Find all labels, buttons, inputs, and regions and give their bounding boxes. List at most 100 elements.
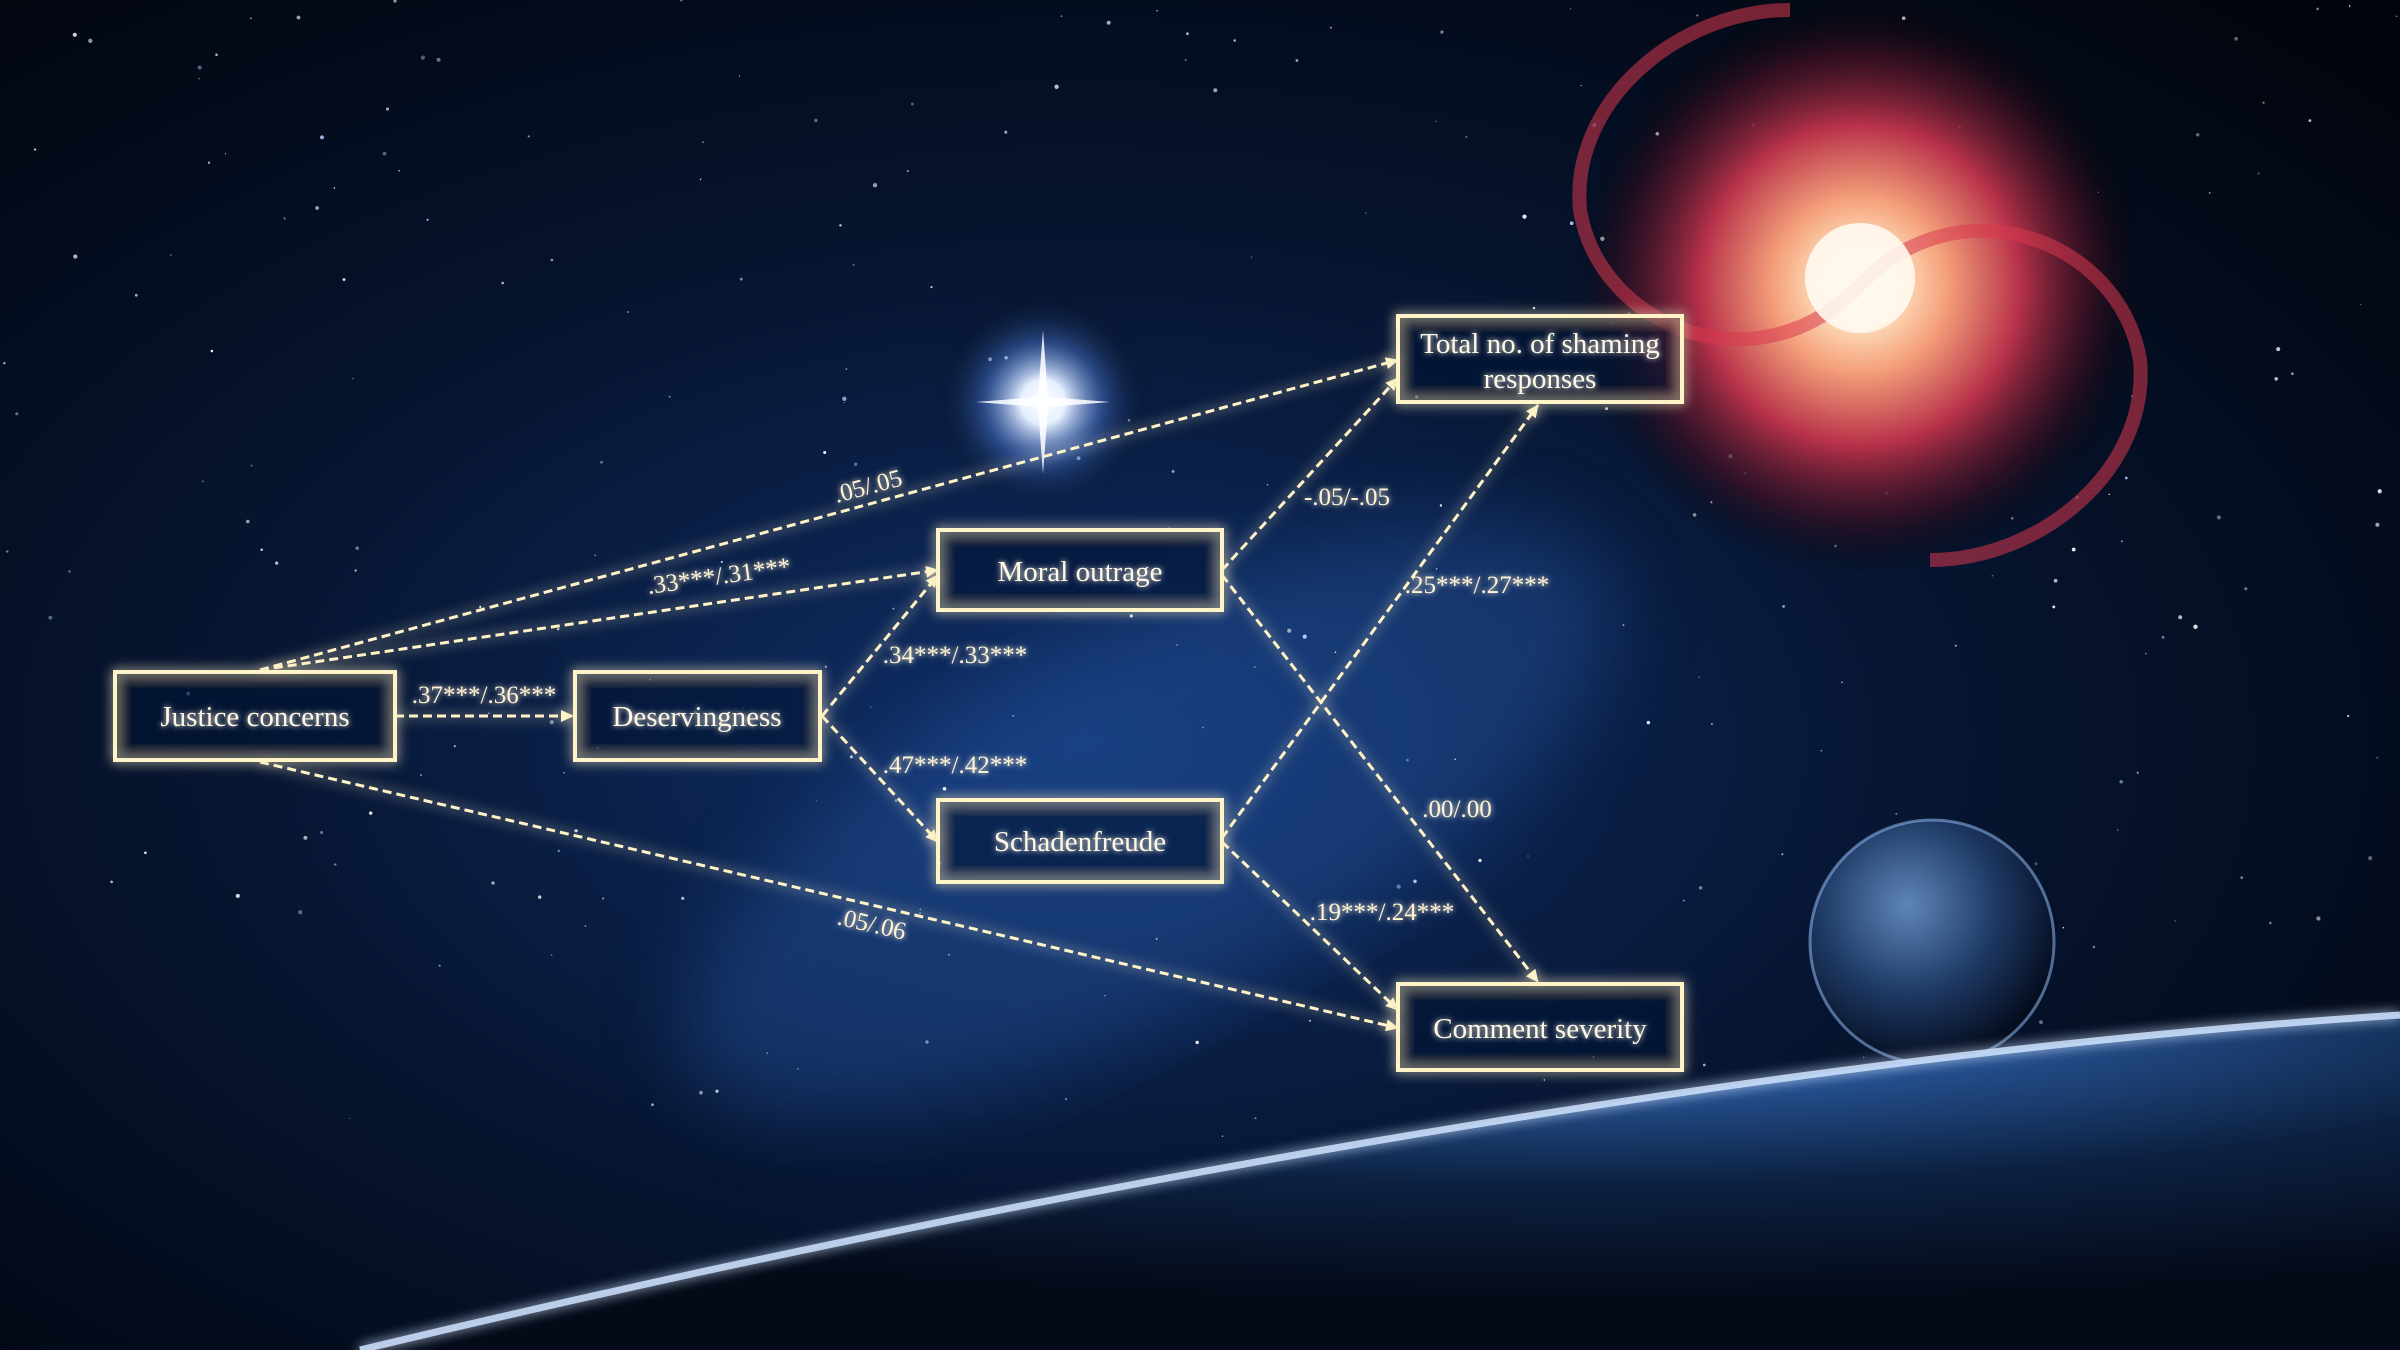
star xyxy=(420,55,425,60)
star xyxy=(1696,14,1699,17)
star xyxy=(1406,758,1409,762)
star xyxy=(298,910,303,915)
star xyxy=(1329,26,1333,29)
edge-label-moral-comment: .00/.00 xyxy=(1422,796,1491,823)
star xyxy=(942,787,947,791)
star xyxy=(668,395,671,398)
star xyxy=(1440,30,1444,34)
star xyxy=(1698,676,1701,678)
star xyxy=(1168,526,1170,528)
star xyxy=(215,53,218,57)
star xyxy=(245,519,250,524)
node-moral-label: Moral outrage xyxy=(997,556,1162,588)
star xyxy=(235,893,240,898)
star xyxy=(1309,1019,1311,1022)
star xyxy=(2117,829,2119,831)
star xyxy=(2316,7,2319,11)
star xyxy=(15,412,19,416)
star xyxy=(2193,624,2198,629)
star xyxy=(869,706,872,708)
star xyxy=(488,712,490,715)
star xyxy=(393,0,397,3)
star xyxy=(2108,493,2110,496)
star xyxy=(1155,937,1158,940)
star xyxy=(320,830,324,835)
star xyxy=(2062,926,2065,929)
node-moral-box xyxy=(936,528,1224,612)
star xyxy=(699,178,702,181)
star xyxy=(1781,853,1784,856)
star xyxy=(2377,489,2382,494)
node-total-label-line2: responses xyxy=(1484,363,1597,395)
star xyxy=(73,254,78,259)
star xyxy=(501,281,504,285)
star xyxy=(2240,876,2243,879)
star xyxy=(796,1067,800,1071)
star xyxy=(1266,484,1269,486)
node-total-label-line1: Total no. of shaming xyxy=(1420,328,1660,360)
star xyxy=(398,169,401,172)
star xyxy=(1233,39,1236,42)
star xyxy=(3,362,6,365)
galaxy-arms xyxy=(1572,3,2148,567)
star xyxy=(210,349,214,353)
star xyxy=(1012,714,1015,717)
star xyxy=(2034,862,2038,866)
star xyxy=(1334,651,1337,653)
star xyxy=(1396,884,1401,889)
star xyxy=(1862,1056,1865,1059)
star xyxy=(1171,470,1175,473)
star xyxy=(352,377,354,380)
star xyxy=(1250,256,1253,258)
star xyxy=(2174,920,2176,922)
star xyxy=(626,310,629,314)
star xyxy=(839,224,842,227)
edge-justice-moral xyxy=(259,565,939,672)
star xyxy=(2244,587,2248,591)
node-justice-box xyxy=(113,670,397,762)
star xyxy=(845,368,848,370)
star xyxy=(1454,758,1456,761)
edge-label-schaden-comment: .19***/.24*** xyxy=(1310,899,1454,926)
star xyxy=(368,811,373,815)
star xyxy=(2274,377,2278,381)
node-comment-label: Comment severity xyxy=(1433,1013,1647,1045)
star xyxy=(2053,578,2058,583)
star xyxy=(906,169,909,173)
edge-deserving-schaden xyxy=(820,714,940,844)
star xyxy=(1302,634,1307,639)
star xyxy=(2216,515,2221,520)
star xyxy=(6,550,9,553)
earth-surface xyxy=(360,1015,2400,1350)
star xyxy=(1106,20,1111,25)
star xyxy=(250,464,253,467)
star xyxy=(315,206,319,210)
star xyxy=(1184,58,1187,61)
node-total-box xyxy=(1396,314,1684,404)
star xyxy=(699,1090,703,1095)
star xyxy=(584,925,587,927)
star xyxy=(342,278,346,281)
star xyxy=(249,17,252,20)
star xyxy=(550,954,553,956)
star xyxy=(537,895,542,899)
star xyxy=(348,1117,351,1120)
star xyxy=(207,161,211,164)
star xyxy=(260,548,263,551)
star xyxy=(948,953,950,956)
edge-label-justice-deserving: .37***/.36*** xyxy=(412,682,556,709)
star xyxy=(919,908,922,911)
star xyxy=(2395,15,2398,17)
edge-justice-comment xyxy=(259,760,1399,1032)
star xyxy=(549,720,554,725)
edge-deserving-moral xyxy=(820,574,940,717)
star xyxy=(720,560,723,564)
star xyxy=(1580,84,1582,87)
star xyxy=(296,15,301,20)
star xyxy=(2234,36,2239,41)
star xyxy=(385,107,390,111)
star xyxy=(894,799,898,802)
star xyxy=(1569,8,1572,10)
edge-schaden-comment xyxy=(1220,840,1400,1012)
